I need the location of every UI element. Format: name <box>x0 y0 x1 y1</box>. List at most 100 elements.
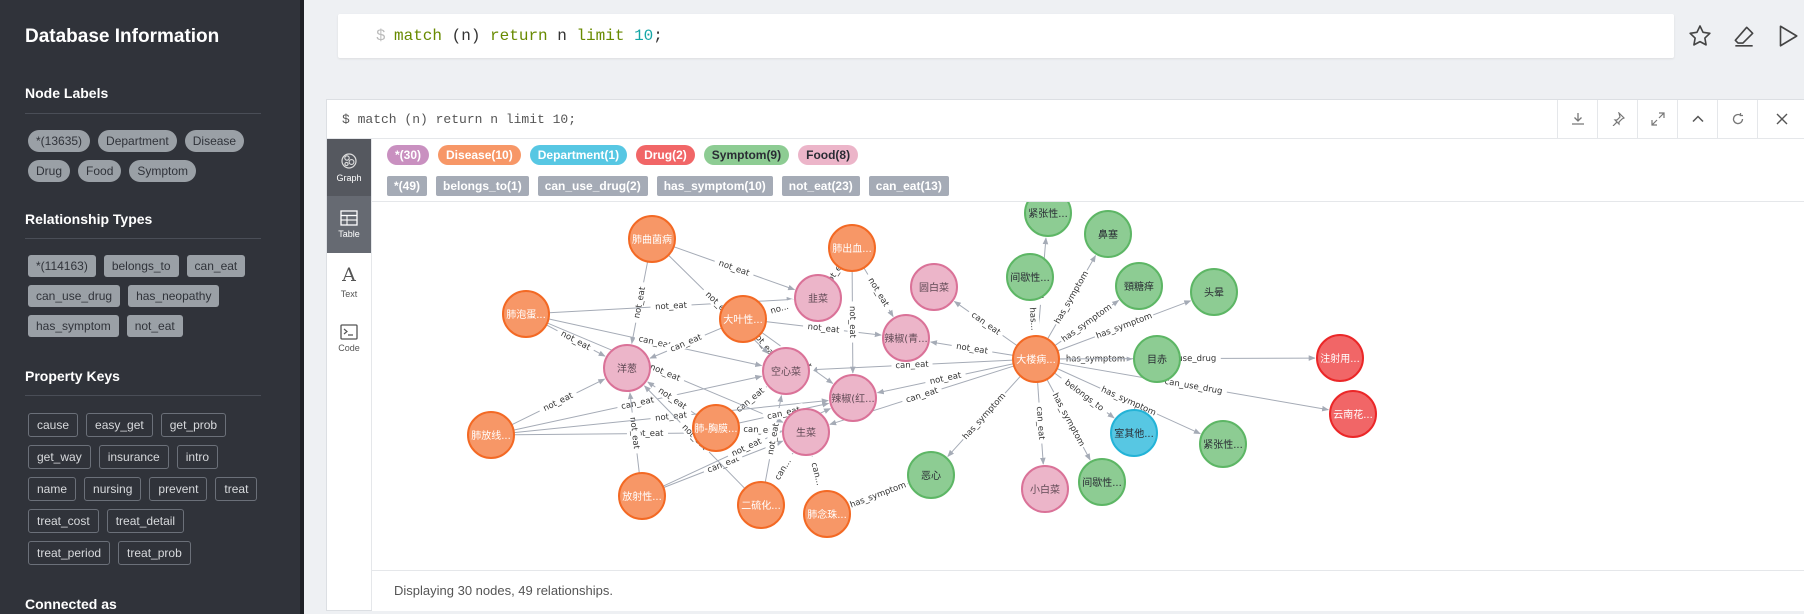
node-circle[interactable] <box>467 411 515 459</box>
tab-table[interactable]: Table <box>327 196 371 253</box>
graph-node-disease[interactable]: 肺念珠... <box>803 490 851 538</box>
property-key-chip[interactable]: name <box>28 477 77 501</box>
relationship-legend-chip[interactable]: can_use_drug(2) <box>537 176 648 196</box>
graph-node-symptom[interactable]: 鼻塞 <box>1084 210 1132 258</box>
node-circle[interactable] <box>502 290 550 338</box>
node-label-chip[interactable]: Drug <box>28 160 71 182</box>
node-circle[interactable] <box>1190 268 1238 316</box>
eraser-icon[interactable] <box>1728 20 1760 52</box>
property-key-chip[interactable]: treat_cost <box>28 509 99 533</box>
close-icon[interactable] <box>1757 100 1804 138</box>
property-key-chip[interactable]: treat_prob <box>118 541 191 565</box>
relationship-edge[interactable]: no... <box>763 298 796 318</box>
node-circle[interactable] <box>692 404 740 452</box>
relationship-edge[interactable]: not_eat <box>863 267 895 318</box>
relationship-type-chip[interactable]: belongs_to <box>103 255 179 277</box>
property-key-chip[interactable]: prevent <box>149 477 208 501</box>
graph-node-disease[interactable]: 肺出血... <box>828 224 876 272</box>
node-circle[interactable] <box>1021 465 1069 513</box>
node-circle[interactable] <box>1133 335 1181 383</box>
graph-node-symptom[interactable]: 目赤 <box>1133 335 1181 383</box>
graph-node-disease[interactable]: 大叶性... <box>719 295 767 343</box>
graph-node-disease[interactable]: 大楼病... <box>1012 335 1060 383</box>
relationship-type-chip[interactable]: can_use_drug <box>28 285 121 307</box>
node-circle[interactable] <box>628 215 676 263</box>
graph-node-symptom[interactable]: 紧张性... <box>1199 420 1247 468</box>
property-key-chip[interactable]: intro <box>176 445 219 469</box>
node-label-chip[interactable]: Symptom <box>129 160 197 182</box>
relationship-legend-chip[interactable]: has_symptom(10) <box>656 176 773 196</box>
graph-node-disease[interactable]: 二硫化... <box>737 481 785 529</box>
node-circle[interactable] <box>1316 334 1364 382</box>
node-circle[interactable] <box>762 347 810 395</box>
property-key-chip[interactable]: treat <box>215 477 258 501</box>
graph-node-food[interactable]: 空心菜 <box>762 347 810 395</box>
node-circle[interactable] <box>1078 458 1126 506</box>
property-key-chip[interactable]: easy_get <box>86 413 153 437</box>
graph-node-food[interactable]: 生菜 <box>782 408 830 456</box>
graph-node-disease[interactable]: 放射性... <box>618 472 666 520</box>
graph-node-symptom[interactable]: 头晕 <box>1190 268 1238 316</box>
graph-node-food[interactable]: 辣椒(红... <box>829 374 877 422</box>
relationship-legend-chip[interactable]: can_eat(13) <box>868 176 949 196</box>
relationship-type-chip[interactable]: has_symptom <box>28 315 119 337</box>
graph-node-food[interactable]: 韭菜 <box>794 274 842 322</box>
relationship-edge[interactable]: has_symptom <box>947 375 1021 457</box>
relationship-type-chip[interactable]: can_eat <box>186 255 246 277</box>
property-key-chip[interactable]: treat_detail <box>106 509 185 533</box>
graph-node-symptom[interactable]: 间歇性... <box>1078 458 1126 506</box>
graph-node-food[interactable]: 辣椒(青... <box>882 314 930 362</box>
relationship-edge[interactable]: not_eat <box>513 398 829 434</box>
node-circle[interactable] <box>828 224 876 272</box>
relationship-edge[interactable]: not_eat <box>847 270 859 374</box>
graph-node-drug[interactable]: 云南花... <box>1329 390 1377 438</box>
tab-code[interactable]: Code <box>327 310 371 367</box>
relationship-edge[interactable]: not_eat <box>765 320 882 338</box>
relationship-legend-chip[interactable]: *(49) <box>387 176 428 196</box>
property-key-chip[interactable]: cause <box>28 413 79 437</box>
relationship-edge[interactable]: not_eat <box>929 339 1014 357</box>
relationship-type-chip[interactable]: not_eat <box>126 315 183 337</box>
relationship-edge[interactable]: has... <box>1027 300 1041 338</box>
node-circle[interactable] <box>1006 253 1054 301</box>
relationship-legend-chip[interactable]: belongs_to(1) <box>436 176 529 196</box>
play-icon[interactable] <box>1772 20 1802 52</box>
node-circle[interactable] <box>1199 420 1247 468</box>
property-key-chip[interactable]: insurance <box>98 445 169 469</box>
graph-node-drug[interactable]: 注射用... <box>1316 334 1364 382</box>
node-legend-chip[interactable]: Department(1) <box>529 145 628 165</box>
node-circle[interactable] <box>737 481 785 529</box>
frame-query-text[interactable]: $ match (n) return n limit 10; <box>342 112 577 127</box>
relationship-edge[interactable]: can... <box>807 455 828 493</box>
tab-graph[interactable]: Graph <box>327 139 371 196</box>
node-circle[interactable] <box>1084 210 1132 258</box>
tab-text[interactable]: A Text <box>327 253 371 310</box>
node-circle[interactable] <box>829 374 877 422</box>
refresh-icon[interactable] <box>1717 100 1758 138</box>
graph-node-symptom[interactable]: 恶心 <box>907 451 955 499</box>
graph-node-symptom[interactable]: 頸糖痒 <box>1115 262 1163 310</box>
node-legend-chip[interactable]: *(30) <box>387 145 430 165</box>
graph-node-disease[interactable]: 肺放线... <box>467 411 515 459</box>
node-circle[interactable] <box>910 263 958 311</box>
node-legend-chip[interactable]: Symptom(9) <box>703 145 790 165</box>
favorite-star-icon[interactable] <box>1684 20 1716 52</box>
graph-node-symptom[interactable]: 间歇性... <box>1006 253 1054 301</box>
node-label-chip[interactable]: *(13635) <box>28 130 91 152</box>
relationship-edge[interactable]: not_eat <box>629 261 649 345</box>
node-circle[interactable] <box>782 408 830 456</box>
node-circle[interactable] <box>618 472 666 520</box>
property-key-chip[interactable]: get_way <box>28 445 91 469</box>
relationship-edge[interactable]: not_eat <box>511 378 606 426</box>
query-editor[interactable]: $ match (n) return n limit 10; <box>338 14 1674 58</box>
node-circle[interactable] <box>794 274 842 322</box>
relationship-edge[interactable]: has_symptom <box>846 478 909 511</box>
relationship-legend-chip[interactable]: not_eat(23) <box>781 176 860 196</box>
graph-node-department[interactable]: 室其他... <box>1110 409 1158 457</box>
graph-node-symptom[interactable]: 紧张性... <box>1024 189 1072 237</box>
node-circle[interactable] <box>1115 262 1163 310</box>
graph-node-disease[interactable]: 肺曲菌病 <box>628 215 676 263</box>
node-legend-chip[interactable]: Disease(10) <box>438 145 521 165</box>
